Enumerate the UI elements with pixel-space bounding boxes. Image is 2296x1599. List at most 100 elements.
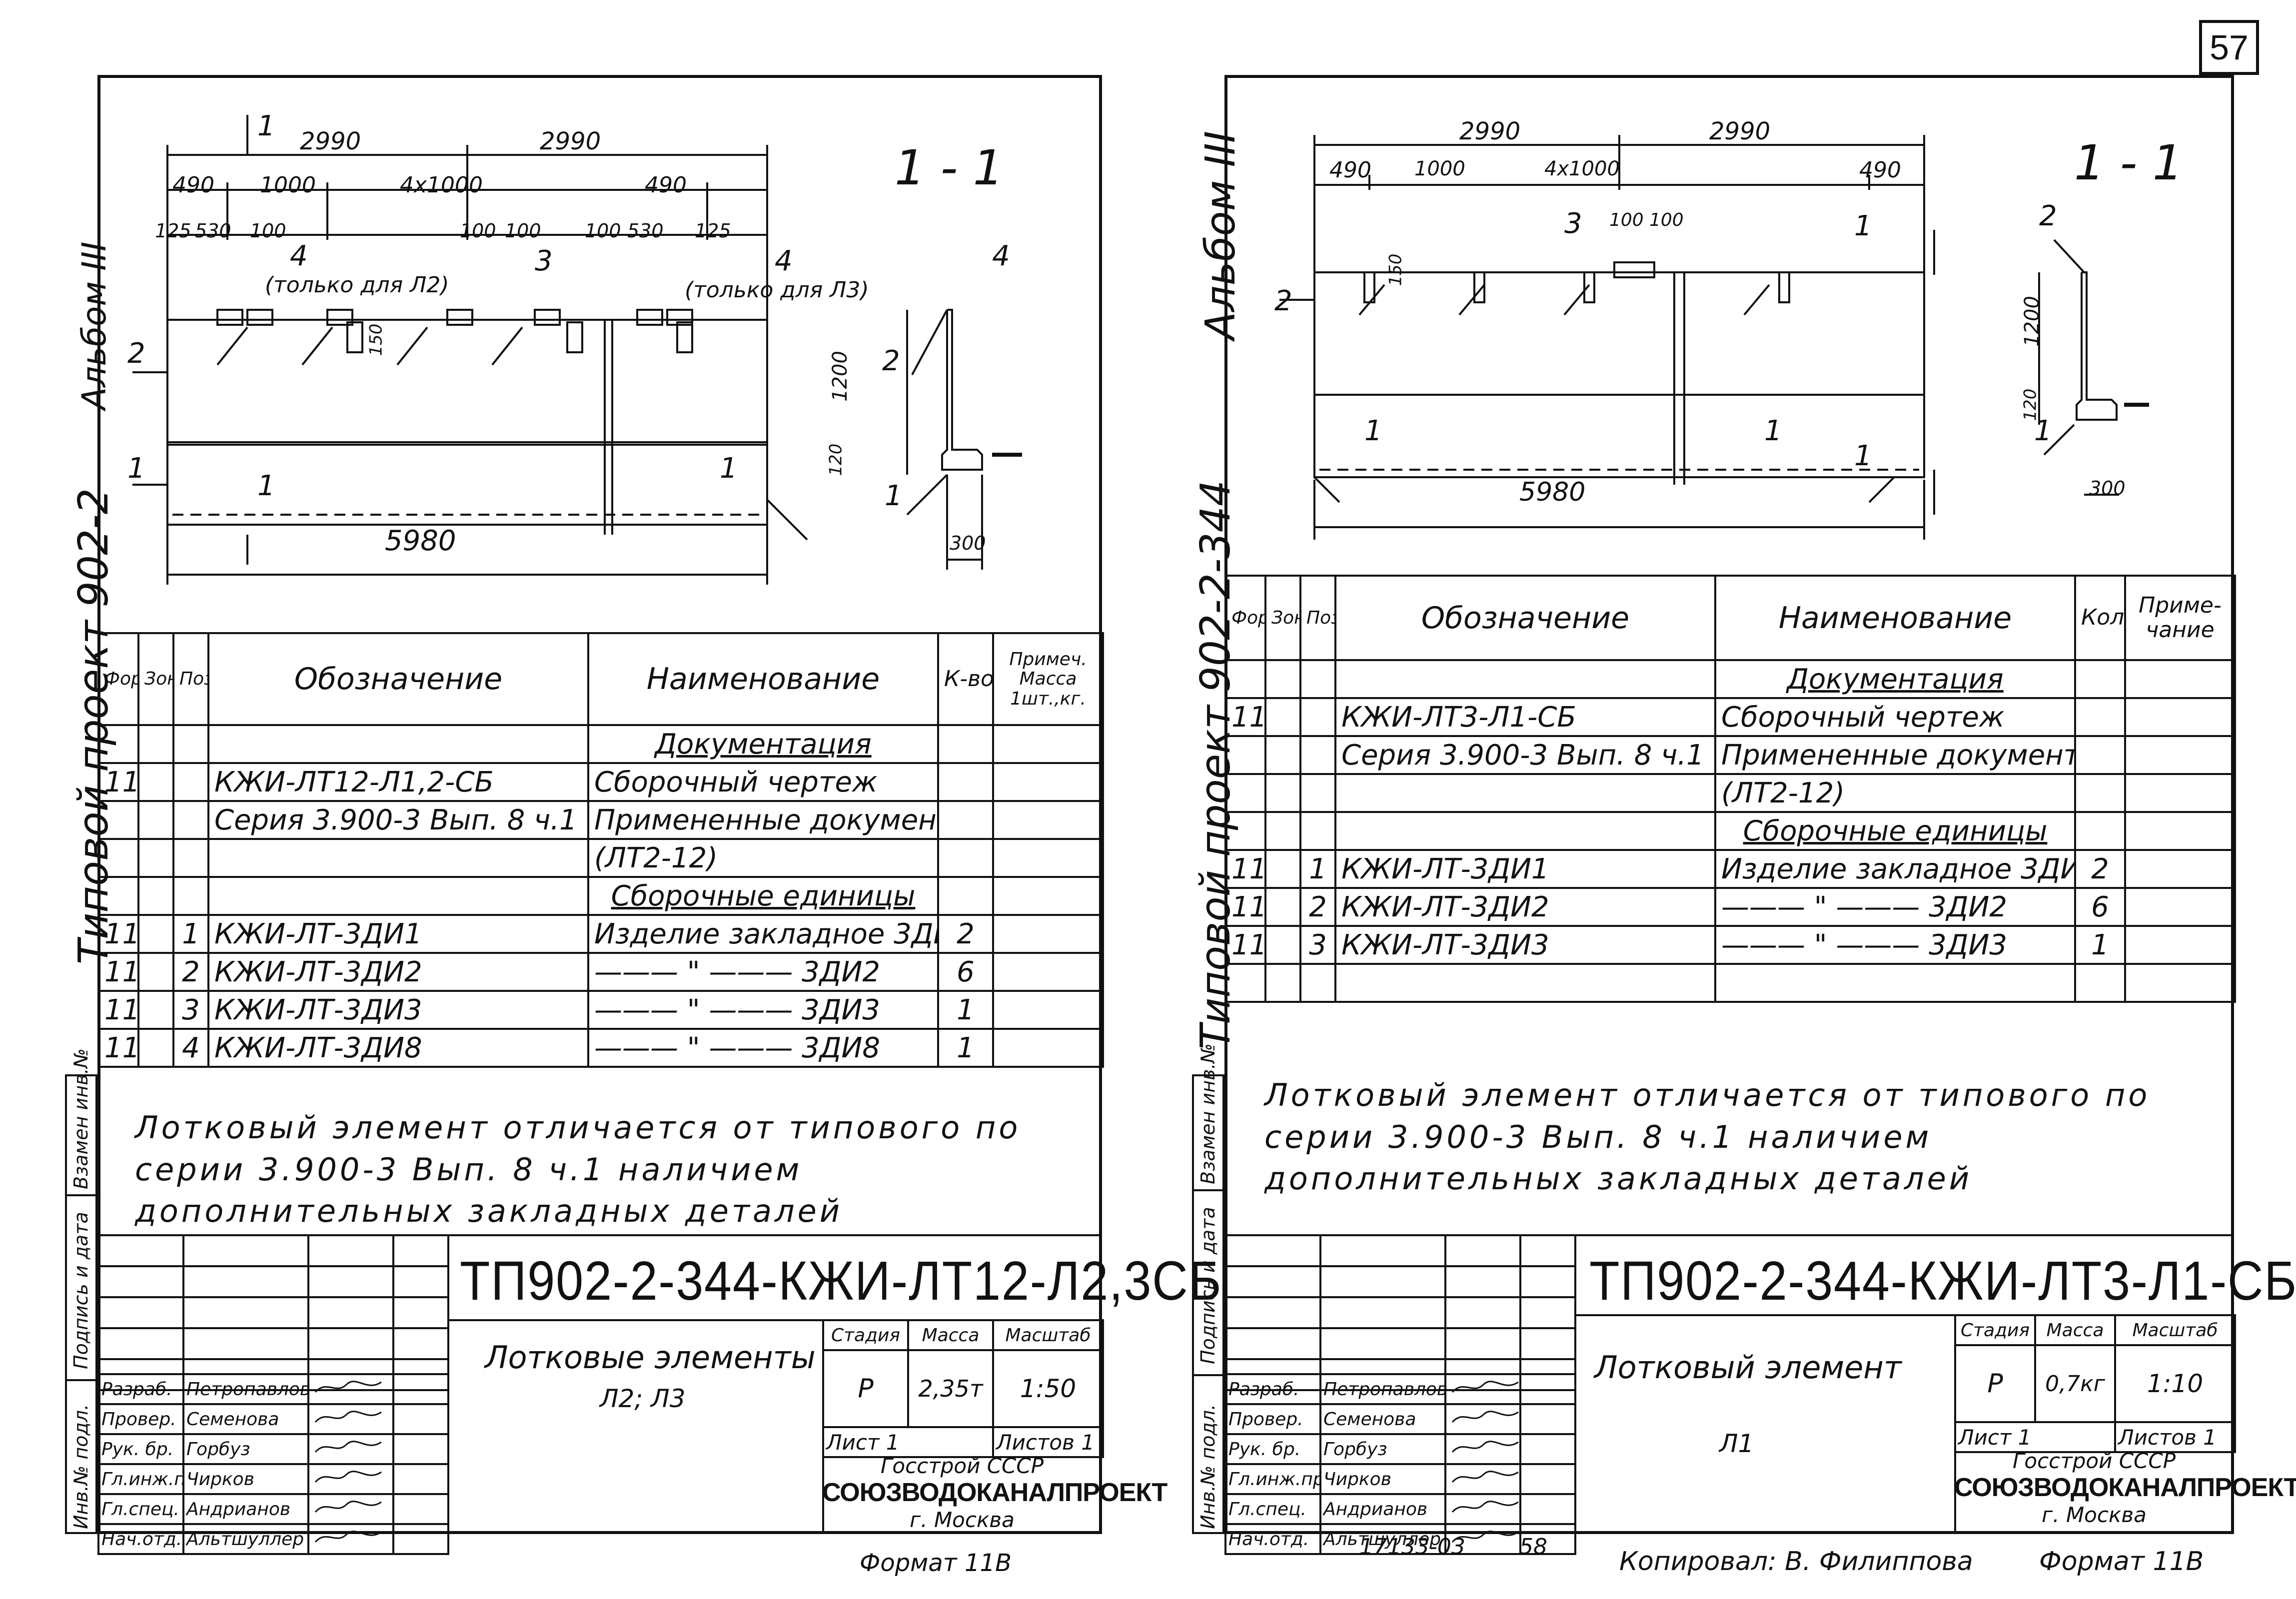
right-cell-d: КЖИ-ЛТ-3ДИ2 xyxy=(1334,887,1716,927)
right-note: Лотковый элемент отличается от типового … xyxy=(1264,1077,2151,1197)
right-stamp-date xyxy=(1519,1403,1576,1435)
left-callout-4-section: 4 xyxy=(992,240,1010,272)
left-cell-note xyxy=(992,876,1104,916)
right-scale-value: 1:10 xyxy=(2114,1344,2236,1423)
right-cell-d xyxy=(1334,659,1716,699)
left-scale-header: Масштаб xyxy=(992,1319,1104,1351)
left-org-line1: Госстрой СССР xyxy=(880,1454,1044,1478)
right-cell-p xyxy=(1299,811,1336,851)
left-callout-2-section: 2 xyxy=(882,345,900,377)
right-callout-1b: 1 xyxy=(1854,440,1872,472)
left-stamp-signature xyxy=(307,1433,394,1465)
right-cell-n: Изделие закладное 3ДИ1 xyxy=(1714,849,2076,889)
left-dim-4x1000: 4х1000 xyxy=(400,172,483,198)
right-cell-d xyxy=(1334,963,1716,1003)
left-mass-header: Масса xyxy=(907,1319,994,1351)
footer-format-left: Формат 11В xyxy=(860,1549,1012,1577)
left-cell-note xyxy=(992,914,1104,954)
left-stamp-name: Альтшуллер xyxy=(182,1523,309,1555)
right-cell-p xyxy=(1299,697,1336,737)
stamp-row: Провер.Семенова xyxy=(97,1403,449,1435)
left-cell-n: Примененные документы xyxy=(587,800,939,840)
left-callout-1-right: 1 xyxy=(720,452,738,485)
right-stamp-signature xyxy=(1444,1373,1521,1405)
left-dim-125a: 125 xyxy=(155,220,191,242)
right-cell-z xyxy=(1264,697,1301,737)
left-stamp-role: Нач.отд. xyxy=(97,1523,184,1555)
left-callout-4b-note: (только для Л3) xyxy=(685,277,869,303)
right-dim-150: 150 xyxy=(1385,253,1406,286)
right-cell-z xyxy=(1264,849,1301,889)
left-stage-header: Стадия xyxy=(822,1319,909,1351)
right-stamp-blank xyxy=(1224,1234,1576,1391)
left-dim-100d: 100 xyxy=(585,220,621,242)
left-cell-p: 1 xyxy=(172,914,209,954)
left-spec-header: Формат Зона Поз Обозначение Наименование… xyxy=(97,632,1104,726)
left-stamp-signature xyxy=(307,1373,394,1405)
right-cell-d: Серия 3.900-3 Вып. 8 ч.1 xyxy=(1334,735,1716,775)
right-stamp-date xyxy=(1519,1493,1576,1525)
left-dim-300: 300 xyxy=(950,532,986,554)
left-cell-p xyxy=(172,800,209,840)
right-dim-1000: 1000 xyxy=(1414,157,1465,180)
left-cell-z xyxy=(137,876,174,916)
left-stamp-people: Разраб.ПетропавловскаяПровер.СеменоваРук… xyxy=(97,1373,449,1555)
right-stamp-date xyxy=(1519,1433,1576,1465)
left-spec-table: Формат Зона Поз Обозначение Наименование… xyxy=(97,632,1104,1068)
right-dim-2990a: 2990 xyxy=(1459,117,1521,145)
right-cell-d xyxy=(1334,811,1716,851)
right-cell-z xyxy=(1264,773,1301,813)
right-cell-note xyxy=(2124,697,2236,737)
left-cell-n: Сборочный чертеж xyxy=(587,762,939,802)
left-stamp-name: Петропавловская xyxy=(182,1373,309,1405)
right-stamp-signature xyxy=(1444,1463,1521,1495)
right-cell-note xyxy=(2124,849,2236,889)
left-title-code: ТП902-2-344-КЖИ-ЛТ12-Л2,3СБ xyxy=(460,1250,1222,1312)
left-h-designation: Обозначение xyxy=(207,632,589,726)
right-cell-n: Документация xyxy=(1714,659,2076,699)
left-cell-note xyxy=(992,1028,1104,1068)
left-dim-100b: 100 xyxy=(460,220,496,242)
left-callout-4b: 4 xyxy=(775,245,793,277)
right-cell-f: 11 xyxy=(1224,697,1266,737)
right-section-title: 1 - 1 xyxy=(2074,135,2183,191)
left-cell-f: 11 xyxy=(97,990,139,1030)
left-cell-d: КЖИ-ЛТ12-Л1,2-СБ xyxy=(207,762,589,802)
right-spec-header: Формат Зона Поз Обозначение Наименование… xyxy=(1224,575,2236,661)
right-stamp-role: Разраб. xyxy=(1224,1373,1321,1405)
left-stamp-name: Горбуз xyxy=(182,1433,309,1465)
right-stamp-signature xyxy=(1444,1523,1521,1555)
stamp-row: Гл.инж.пр.Чирков xyxy=(97,1463,449,1495)
stamp-row: Гл.инж.пр.Чирков xyxy=(1224,1463,1576,1495)
right-cell-p xyxy=(1299,773,1336,813)
right-h-note: Приме- чание xyxy=(2124,575,2236,661)
left-dim-100c: 100 xyxy=(505,220,541,242)
left-stamp-date xyxy=(392,1523,449,1555)
right-cell-f: 11 xyxy=(1224,887,1266,927)
left-dim-125b: 125 xyxy=(695,220,731,242)
stamp-row: Нач.отд.Альтшуллер xyxy=(97,1523,449,1555)
right-cell-q xyxy=(2074,697,2126,737)
page-number: 57 xyxy=(2210,28,2249,67)
left-cell-d: Серия 3.900-3 Вып. 8 ч.1 xyxy=(207,800,589,840)
left-cell-n: Сборочные единицы xyxy=(587,876,939,916)
stamp-row: Гл.спец.Андрианов xyxy=(1224,1493,1576,1525)
left-cell-note xyxy=(992,952,1104,992)
right-h-name: Наименование xyxy=(1714,575,2076,661)
left-dim-490b: 490 xyxy=(645,172,687,198)
left-cell-q: 1 xyxy=(937,1028,994,1068)
left-dim-1200: 1200 xyxy=(828,351,852,402)
right-cell-f xyxy=(1224,773,1266,813)
right-cell-note xyxy=(2124,887,2236,927)
left-side-label-1: Подпись и дата xyxy=(70,1212,92,1369)
left-stamp-signature xyxy=(307,1403,394,1435)
left-cell-q xyxy=(937,800,994,840)
left-cell-p xyxy=(172,876,209,916)
left-stamp-date xyxy=(392,1463,449,1495)
left-cell-d xyxy=(207,724,589,764)
right-cell-note xyxy=(2124,925,2236,965)
